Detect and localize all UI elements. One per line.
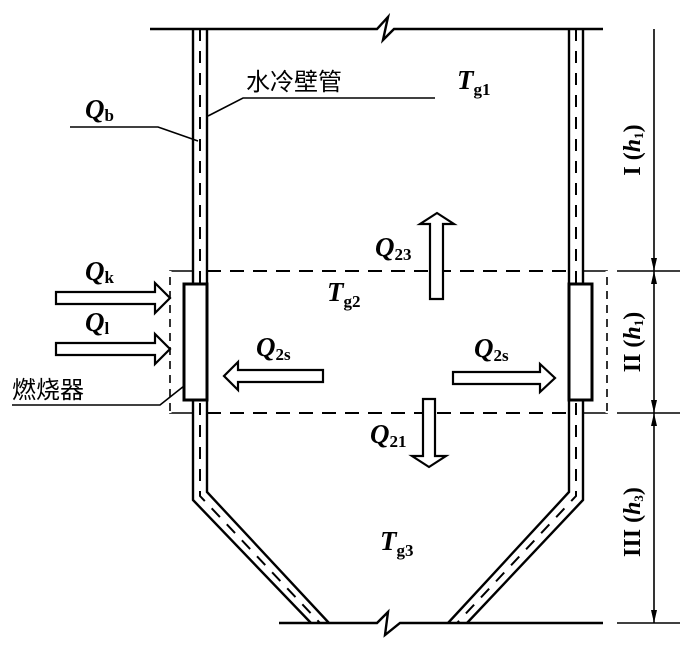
dim-arrow: [651, 413, 657, 426]
arrow-Q2s-left: [222, 359, 325, 393]
right-burner: [567, 282, 594, 402]
dimension-line: [617, 29, 680, 624]
zone-2-boundary: [168, 270, 609, 414]
label-Qk: Qk: [85, 256, 115, 287]
arrow-Q23: [416, 211, 458, 301]
left-water-wall-tube: [191, 29, 330, 624]
label-water-wall-tube: 水冷壁管: [246, 68, 342, 96]
label-Q2s-left: Q2s: [256, 332, 291, 364]
dim-arrow: [651, 400, 657, 413]
label-Q21: Q21: [370, 419, 407, 451]
top-boundary-line: [150, 12, 603, 44]
right-water-wall-tube: [447, 29, 585, 624]
leader-Qb: [70, 126, 199, 142]
arrow-Q2s-right: [451, 361, 557, 395]
label-Tg3: Tg3: [380, 526, 414, 560]
leader-burner: [12, 385, 185, 406]
leader-water-wall-tube: [207, 97, 435, 117]
label-burner: 燃烧器: [12, 376, 84, 404]
zone-1-label: I (h1): [620, 124, 646, 175]
label-Tg2: Tg2: [327, 277, 361, 311]
label-Qb: Qb: [85, 94, 114, 125]
dim-arrow: [651, 258, 657, 271]
label-Tg1: Tg1: [457, 65, 491, 99]
zone-3-label: III (h3): [620, 487, 646, 557]
arrow-Qk: [54, 280, 172, 316]
label-Q23: Q23: [375, 232, 412, 264]
label-Q2s-right: Q2s: [474, 333, 509, 365]
arrow-Ql: [54, 331, 172, 367]
dim-arrow: [651, 271, 657, 284]
zone-2-label: II (h1): [620, 312, 646, 373]
arrow-Q21: [408, 397, 450, 469]
label-Ql: Ql: [85, 307, 110, 338]
dim-arrow: [651, 610, 657, 623]
bottom-boundary-line: [279, 608, 603, 638]
left-burner: [182, 282, 209, 402]
